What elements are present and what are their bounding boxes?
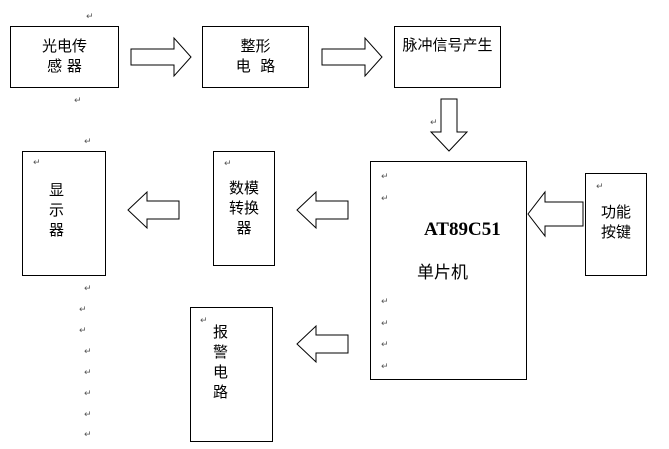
alarm-block: 报 警 电 路	[190, 307, 273, 442]
paragraph-mark: ↵	[381, 172, 389, 182]
mcu-model-label: AT89C51	[424, 219, 501, 240]
pulse-block: 脉冲信号产生	[394, 26, 501, 88]
paragraph-mark: ↵	[381, 362, 389, 372]
arrow-dac-to-display	[127, 190, 180, 230]
shaping-label: 整形 电 路	[235, 37, 276, 75]
paragraph-mark: ↵	[430, 118, 438, 128]
paragraph-mark: ↵	[84, 389, 92, 399]
paragraph-mark: ↵	[381, 319, 389, 329]
arrow-shaping-to-pulse	[321, 36, 383, 78]
paragraph-mark: ↵	[74, 96, 82, 106]
keys-label: 功能 按键	[600, 203, 631, 241]
arrow-sensor-to-shaping	[130, 36, 192, 78]
sensor-label: 光电传 感 器	[41, 37, 87, 75]
paragraph-mark: ↵	[381, 194, 389, 204]
keys-block: 功能 按键	[585, 173, 647, 276]
arrow-mcu-to-alarm	[296, 324, 349, 364]
paragraph-mark: ↵	[33, 158, 41, 168]
paragraph-mark: ↵	[381, 297, 389, 307]
mcu-name-label: 单片机	[417, 263, 468, 283]
shaping-block: 整形 电 路	[202, 26, 309, 88]
paragraph-mark: ↵	[381, 340, 389, 350]
alarm-label: 报 警 电 路	[213, 323, 229, 401]
pulse-label: 脉冲信号产生	[402, 36, 493, 54]
dac-block: 数模 转换 器	[213, 151, 275, 266]
paragraph-mark: ↵	[84, 368, 92, 378]
arrow-pulse-to-mcu	[429, 98, 469, 152]
paragraph-mark: ↵	[86, 12, 94, 22]
arrow-mcu-to-dac	[296, 190, 349, 230]
paragraph-mark: ↵	[84, 430, 92, 440]
paragraph-mark: ↵	[79, 326, 87, 336]
mcu-block: AT89C51 单片机	[370, 161, 527, 380]
paragraph-mark: ↵	[596, 182, 604, 192]
paragraph-mark: ↵	[84, 410, 92, 420]
paragraph-mark: ↵	[224, 159, 232, 169]
paragraph-mark: ↵	[200, 316, 208, 326]
display-label: 显 示 器	[49, 181, 65, 239]
paragraph-mark: ↵	[79, 305, 87, 315]
paragraph-mark: ↵	[84, 347, 92, 357]
sensor-block: 光电传 感 器	[10, 26, 119, 88]
display-block: 显 示 器	[22, 151, 106, 276]
dac-label: 数模 转换 器	[228, 179, 259, 237]
paragraph-mark: ↵	[84, 137, 92, 147]
arrow-keys-to-mcu	[527, 190, 584, 238]
paragraph-mark: ↵	[84, 284, 92, 294]
